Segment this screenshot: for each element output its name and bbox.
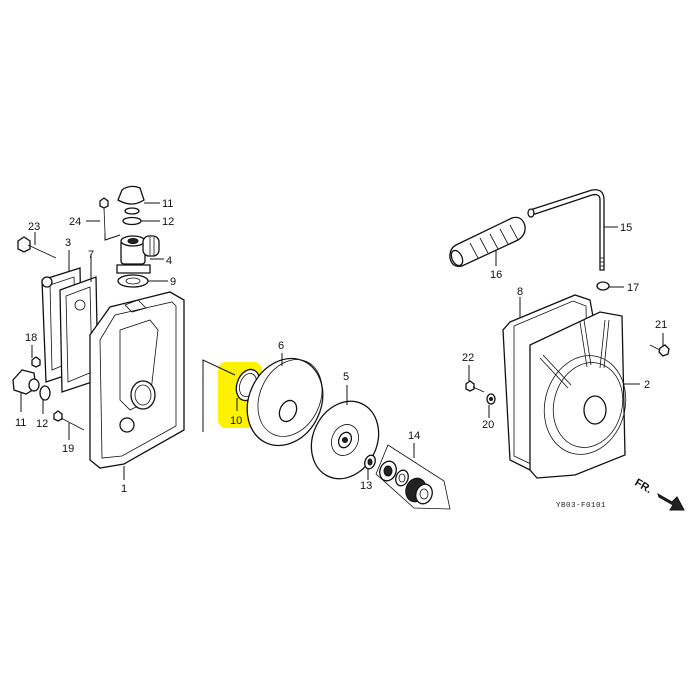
callout-15[interactable]: 15: [620, 222, 632, 234]
part-5-impeller[interactable]: [299, 390, 391, 490]
part-22-bolt[interactable]: [17, 236, 57, 259]
callout-12-top[interactable]: 12: [162, 216, 174, 228]
callout-10[interactable]: 10: [230, 415, 242, 427]
callout-22[interactable]: 23: [28, 221, 40, 233]
callout-9[interactable]: 9: [170, 276, 176, 288]
fr-label: FR.: [632, 477, 653, 496]
callout-1[interactable]: 1: [121, 483, 127, 495]
callout-12-side[interactable]: 12: [36, 418, 48, 430]
part-1-pump-case[interactable]: [89, 291, 185, 469]
callout-16[interactable]: 16: [490, 269, 502, 281]
callout-18[interactable]: 17: [627, 282, 639, 294]
part-12-oring-top[interactable]: [122, 216, 142, 226]
part-21-bolt[interactable]: [53, 410, 85, 431]
callout-24[interactable]: 24: [69, 216, 81, 228]
callout-7[interactable]: 7: [88, 249, 94, 261]
part-2-pump-cover[interactable]: [529, 311, 637, 479]
part-14-mechanical-seal[interactable]: [375, 444, 451, 510]
part-19-bolt[interactable]: [649, 344, 670, 357]
part-20-bolt[interactable]: [31, 356, 41, 368]
callout-6[interactable]: 6: [278, 340, 284, 352]
callout-23[interactable]: 22: [462, 352, 474, 364]
callout-3[interactable]: 3: [65, 237, 71, 249]
drawing-code: YB03-F0101: [556, 502, 606, 510]
part-12-oring-side[interactable]: [39, 385, 51, 401]
part-13-washer[interactable]: [363, 454, 377, 471]
callout-14[interactable]: 14: [408, 430, 420, 442]
part-4-inlet-joint[interactable]: [116, 235, 160, 274]
part-9-gasket[interactable]: [117, 274, 149, 288]
callout-8[interactable]: 8: [517, 286, 523, 298]
callout-5[interactable]: 5: [343, 371, 349, 383]
part-17-washer[interactable]: [486, 393, 496, 405]
part-15-frame-handle[interactable]: [527, 189, 605, 271]
callout-20[interactable]: 18: [25, 332, 37, 344]
callout-21[interactable]: 19: [62, 443, 74, 455]
callout-11-side[interactable]: 11: [15, 417, 26, 429]
part-11-plug-side[interactable]: [12, 369, 40, 395]
part-23-bolt[interactable]: [465, 380, 485, 393]
part-6-volute-case[interactable]: [233, 346, 336, 458]
callout-11-top[interactable]: 11: [162, 198, 173, 210]
callout-17[interactable]: 20: [482, 419, 494, 431]
part-16-grip[interactable]: [449, 216, 526, 267]
front-direction-marker: FR.: [632, 477, 685, 511]
callout-4[interactable]: 4: [166, 255, 172, 267]
part-18-cap-nut[interactable]: [596, 281, 610, 291]
callout-2[interactable]: 2: [644, 379, 650, 391]
callout-13[interactable]: 13: [360, 480, 372, 492]
part-24-bolt[interactable]: [99, 197, 109, 234]
callout-19[interactable]: 21: [655, 319, 667, 331]
part-11-plug-top[interactable]: [117, 185, 145, 215]
